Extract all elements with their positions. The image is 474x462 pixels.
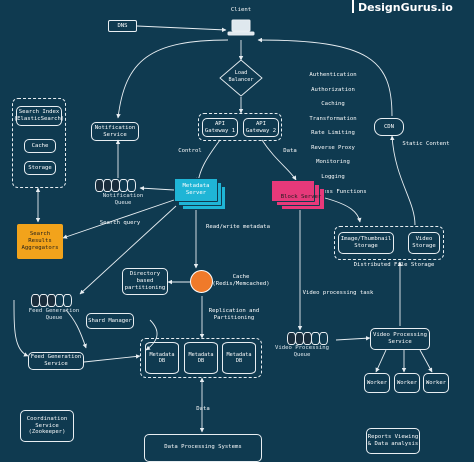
search-results-aggregators: Search Results Aggregators — [17, 224, 63, 259]
shard-manager-box: Shard Manager — [86, 313, 134, 329]
distributed-file-storage-label: Distributed File Storage — [353, 262, 435, 268]
feed-generation-queue-label: Feed Generation Queue — [28, 308, 80, 321]
directory-partitioning-box: Directory based partitioning — [122, 268, 168, 295]
notification-queue-label: Notification Queue — [102, 193, 144, 206]
feed-generation-queue-icon — [31, 294, 72, 307]
metadata-server: Metadata Server — [174, 178, 218, 202]
search-index-box: Search Index (ElasticSearch) — [14, 106, 64, 126]
control-label: Control — [178, 148, 202, 154]
reports-viewing-box: Reports Viewing & Data analysis — [366, 428, 420, 454]
image-thumbnail-storage: Image/Thumbnail Storage — [338, 232, 394, 254]
api-gateway-1: API Gateway 1 — [202, 118, 238, 137]
metadata-db-group — [140, 338, 262, 378]
worker-1: Worker — [364, 373, 390, 393]
block-server-front — [271, 180, 315, 202]
data-label-gateway: Data — [283, 148, 297, 154]
api-gateway-group — [198, 113, 282, 141]
laptop-icon — [227, 19, 255, 36]
coordination-service: Coordination Service (Zookeeper) — [20, 410, 74, 442]
cache-redis-label: Cache (Redis/Memcached) — [212, 274, 270, 287]
worker-3: Worker — [423, 373, 449, 393]
load-balancer-diamond — [219, 59, 263, 97]
video-processing-service: Video Processing Service — [370, 328, 430, 350]
video-processing-queue-icon — [287, 332, 328, 345]
worker-2: Worker — [394, 373, 420, 393]
dns-box: DNS — [108, 20, 137, 32]
block-server-label: Block Server — [280, 194, 322, 200]
notification-queue-icon — [95, 179, 136, 192]
replication-partitioning-label: Replication and Partitioning — [208, 308, 260, 321]
search-index-group — [12, 98, 66, 188]
notification-service: Notification Service — [91, 122, 139, 141]
feed-generation-service: Feed Generation Service — [28, 352, 84, 370]
video-storage: Video Storage — [408, 232, 440, 254]
cache-redis-icon — [190, 270, 213, 293]
cdn-box: CDN — [374, 118, 404, 136]
metadata-db-3: Metadata DB — [222, 342, 256, 374]
distributed-file-storage-group — [334, 226, 444, 260]
metadata-db-2: Metadata DB — [184, 342, 218, 374]
search-storage-box: Storage — [24, 161, 56, 175]
api-gateway-2: API Gateway 2 — [243, 118, 279, 137]
video-processing-task-label: Video processing task — [302, 290, 374, 296]
static-content-label: Static Content — [402, 141, 450, 147]
video-processing-queue-label: Video Processing Queue — [275, 345, 329, 358]
search-cache-box: Cache — [24, 139, 56, 153]
search-query-label: Search query — [99, 220, 141, 226]
metadata-db-1: Metadata DB — [145, 342, 179, 374]
client-label: Client — [230, 7, 252, 13]
load-balancer-label: Load Balancer — [228, 70, 254, 83]
data-processing-systems-label: Data Processing Systems — [164, 444, 242, 450]
brand-logo: DesignGurus.io — [352, 0, 453, 14]
read-write-metadata-label: Read/write metadata — [206, 224, 270, 230]
data-label-processing: Data — [196, 406, 210, 412]
